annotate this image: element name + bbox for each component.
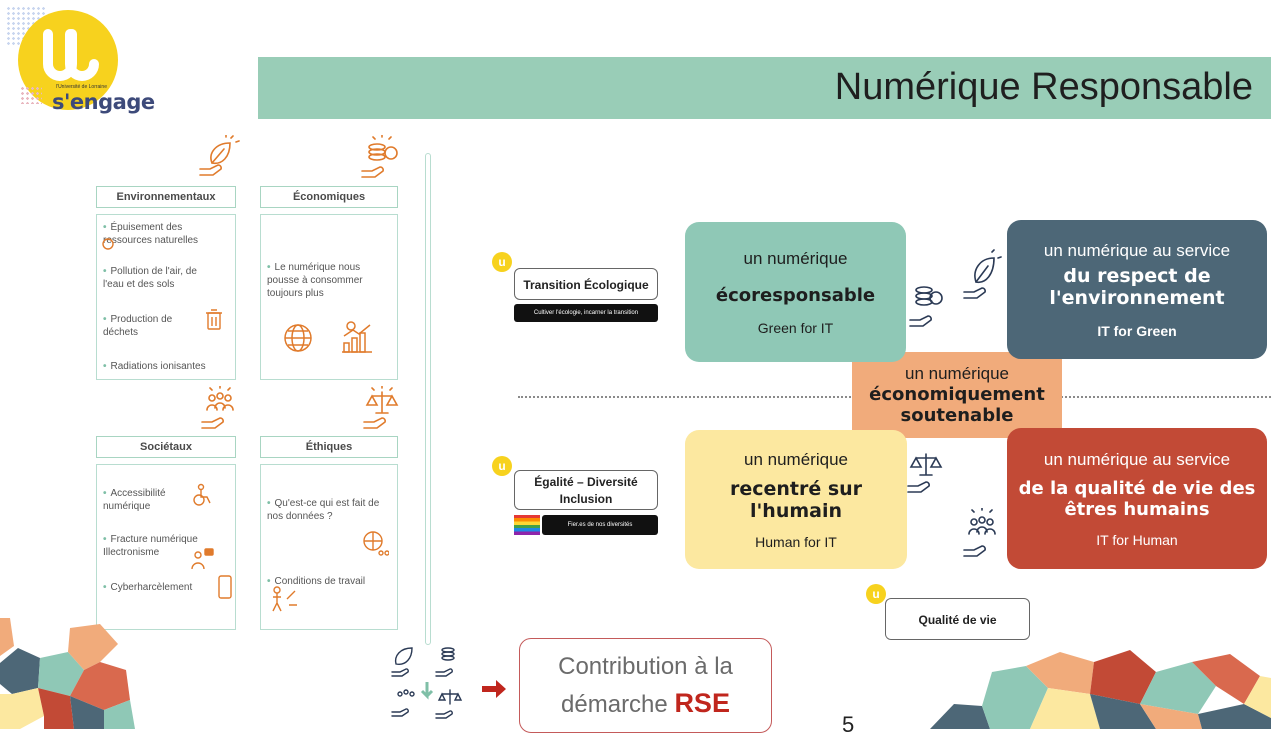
data-globe-icon	[363, 531, 389, 556]
coins-hand-icon	[361, 135, 398, 178]
list-item: •Radiations ionisantes	[103, 361, 206, 372]
header-environnementaux: Environnementaux	[96, 186, 236, 208]
mosaic-decoration-left	[0, 618, 135, 729]
page-title: Numérique Responsable	[834, 66, 1253, 108]
list-item: •Cyberharcèlement	[103, 582, 193, 593]
tile-line3: Green for IT	[757, 319, 834, 336]
tile-line3: IT for Human	[1096, 531, 1178, 548]
tile-line2: écoresponsable	[715, 284, 876, 306]
tile-human-for-it: un numérique recentré sur l'humain Human…	[685, 430, 907, 569]
center-line1: un numérique	[905, 364, 1009, 383]
scale-hand-icon	[363, 386, 399, 429]
tag-egalite-diversite: Égalité – Diversité Inclusion	[514, 470, 658, 510]
tag-egalite-subtitle: Fier.es de nos diversités	[542, 515, 658, 535]
header-economiques: Économiques	[260, 186, 398, 208]
center-line3: soutenable	[900, 405, 1014, 426]
tag-qualite-de-vie: Qualité de vie	[885, 598, 1030, 640]
ul-mini-logo-icon: u	[866, 584, 886, 604]
trash-icon	[206, 309, 222, 330]
tile-green-for-it: un numérique écoresponsable Green for IT	[685, 222, 906, 362]
tile-line2: recentré sur l'humain	[729, 477, 863, 522]
center-line2: économiquement	[869, 384, 1045, 405]
work-conditions-icon	[272, 586, 297, 612]
scale-hand-icon	[907, 453, 943, 493]
tag-transition-subtitle: Cultiver l'écologie, incarner la transit…	[514, 304, 658, 322]
tile-it-for-human: un numérique au service de la qualité de…	[1007, 428, 1267, 569]
tile-line1: un numérique	[743, 248, 848, 268]
tile-line1: un numérique au service	[1043, 240, 1231, 260]
header-societaux: Sociétaux	[96, 436, 236, 458]
university-logo-icon	[43, 29, 99, 81]
list-item: •Pollution de l'air, de l'eau et des sol…	[103, 266, 197, 290]
tile-line3: IT for Green	[1097, 322, 1177, 339]
tile-line2: du respect de l'environnement	[1049, 264, 1225, 309]
leaf-hand-icon	[963, 249, 1002, 299]
tile-economiquement-soutenable: un numérique économiquement soutenable	[852, 352, 1062, 438]
ul-mini-logo-icon: u	[492, 456, 512, 476]
title-band	[258, 57, 1271, 119]
contribution-line1: Contribution à la	[558, 653, 733, 680]
tile-it-for-green: un numérique au service du respect de l'…	[1007, 220, 1267, 359]
logo-small-text: l'Université de Lorraine	[56, 84, 107, 90]
people-hand-icon	[201, 386, 234, 429]
list-item: •Accessibilité numérique	[103, 488, 166, 512]
box-environnementaux: •Épuisement des ressources naturelles •P…	[96, 214, 236, 380]
tile-line3: Human for IT	[755, 533, 837, 550]
list-item: •Production de déchets	[103, 314, 173, 338]
rse-label: RSE	[674, 688, 730, 718]
coins-hand-icon	[909, 286, 943, 327]
header-ethiques: Éthiques	[260, 436, 398, 458]
list-item: •Épuisement des ressources naturelles	[103, 222, 199, 246]
page-number: 5	[842, 712, 855, 737]
box-societaux: •Accessibilité numérique •Fracture numér…	[96, 464, 236, 630]
tile-line2: de la qualité de vie des êtres humains	[1018, 477, 1256, 520]
pride-flag-icon	[514, 515, 540, 535]
list-item: •Le numérique nous pousse à consommer to…	[267, 262, 363, 299]
people-hand-icon	[963, 508, 996, 557]
list-item: •Qu'est-ce qui est fait de nos données ?	[267, 498, 380, 522]
growth-chart-icon	[342, 321, 372, 353]
contribution-rse-box: Contribution à la démarche RSE	[519, 638, 772, 733]
accessibility-icon	[193, 483, 211, 506]
logo-brand-text: s'engage	[52, 90, 155, 114]
tile-line1: un numérique	[744, 449, 848, 469]
globe-network-icon	[284, 324, 312, 352]
list-item: •Fracture numérique Illectronisme	[103, 534, 198, 558]
phone-icon	[218, 575, 232, 599]
box-economiques: •Le numérique nous pousse à consommer to…	[260, 214, 398, 380]
contribution-line2: démarche RSE	[561, 688, 730, 718]
vertical-separator	[425, 153, 431, 645]
logo-dots-decoration-pink	[20, 86, 42, 104]
tag-transition-ecologique: Transition Écologique	[514, 268, 658, 300]
ul-mini-logo-icon: u	[492, 252, 512, 272]
arrow-right-icon	[482, 680, 506, 698]
tile-line1: un numérique au service	[1043, 449, 1231, 469]
themes-icon-cluster	[391, 647, 463, 719]
mosaic-decoration-right	[930, 650, 1271, 729]
list-item: •Conditions de travail	[267, 576, 366, 587]
box-ethiques: •Qu'est-ce qui est fait de nos données ?…	[260, 464, 398, 630]
leaf-hand-icon	[199, 135, 240, 176]
digital-divide-icon	[191, 548, 214, 570]
resource-icon	[102, 238, 114, 250]
